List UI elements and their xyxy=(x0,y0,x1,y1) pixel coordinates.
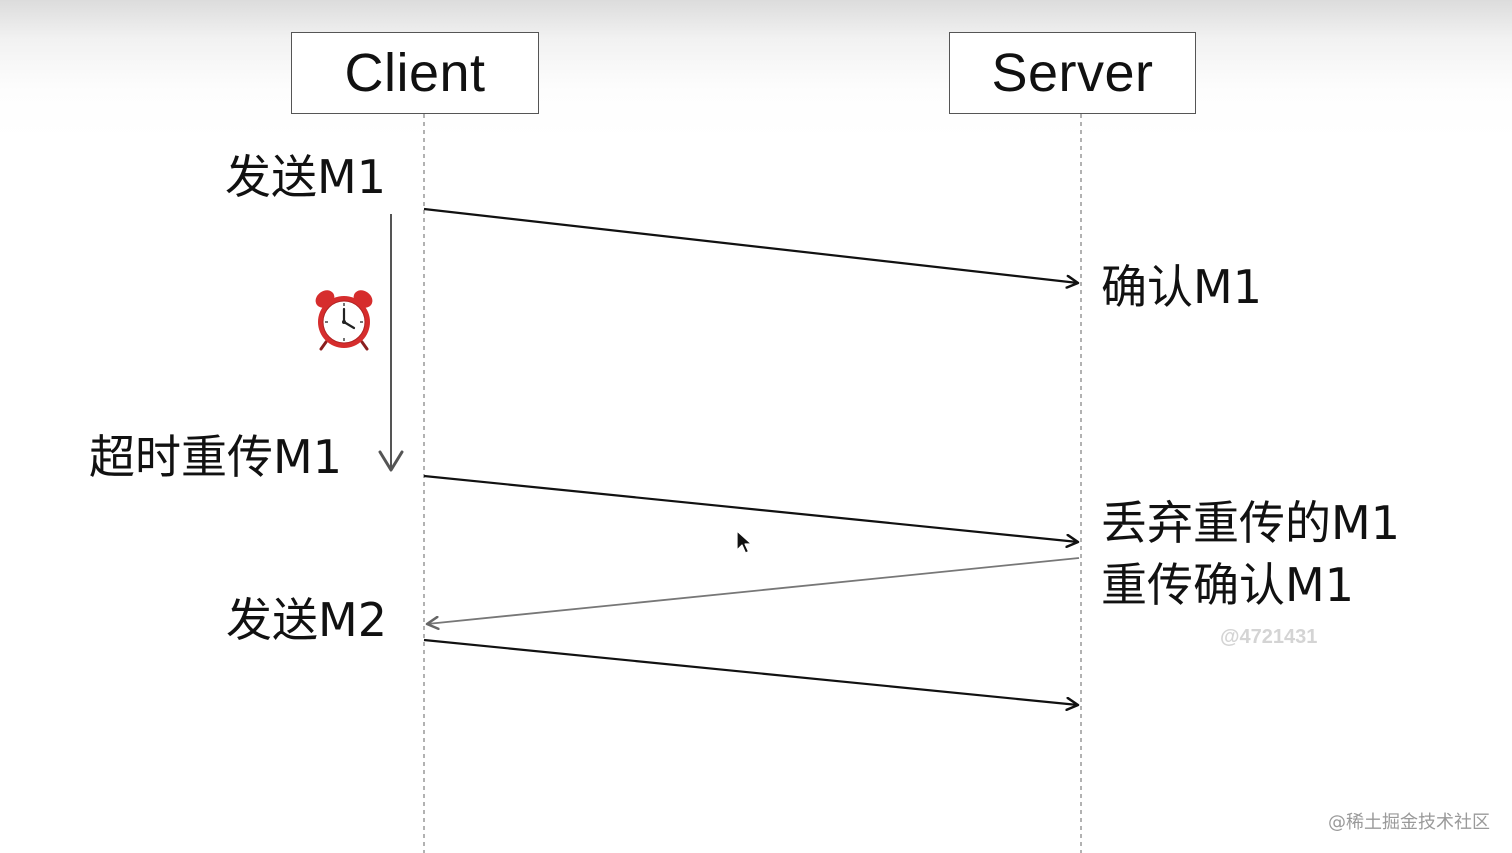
watermark-site: @稀土掘金技术社区 xyxy=(1328,812,1490,833)
server-label-discard-retransmitted: 丢弃重传的M1 xyxy=(1101,496,1400,550)
watermark-id: @4721431 xyxy=(1220,626,1318,648)
client-label-send-m1: 发送M1 xyxy=(225,150,386,204)
message-arrow-send-m1 xyxy=(423,207,1078,283)
server-label-retransmit-ack: 重传确认M1 xyxy=(1101,558,1354,612)
alarm-clock-icon xyxy=(315,290,373,351)
client-label-send-m2: 发送M2 xyxy=(226,593,387,647)
server-participant-box: Server xyxy=(949,32,1196,114)
client-participant-box: Client xyxy=(291,32,539,114)
timeout-timer-arrowhead xyxy=(378,450,404,472)
server-label: Server xyxy=(991,43,1154,103)
message-arrow-send-m2 xyxy=(423,638,1078,705)
mouse-cursor-icon xyxy=(736,530,753,554)
server-label-ack-m1: 确认M1 xyxy=(1101,260,1262,314)
client-label-timeout-retransmit: 超时重传M1 xyxy=(89,430,342,484)
message-arrow-re-ack-m1 xyxy=(427,557,1080,624)
client-label: Client xyxy=(344,43,486,103)
message-arrow-retransmit-m1 xyxy=(423,474,1078,542)
